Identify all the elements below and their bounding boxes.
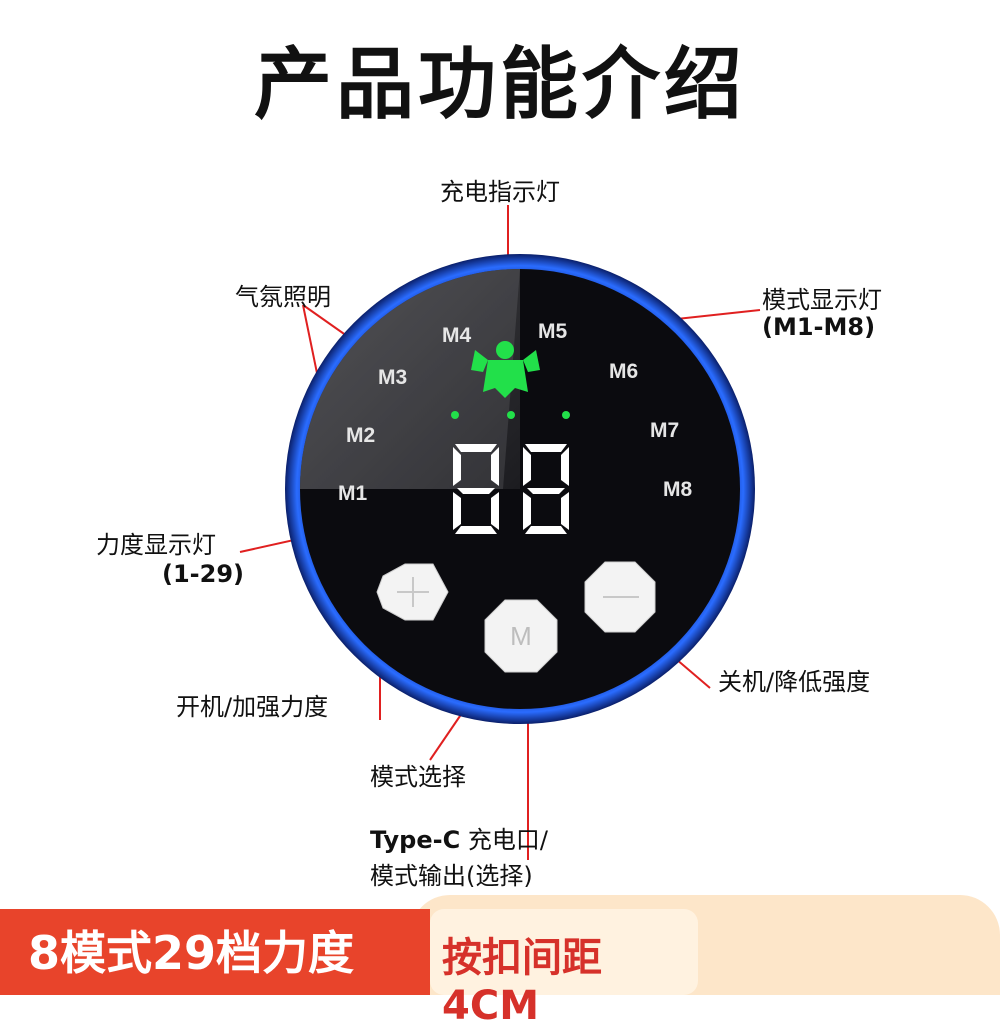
mode-label-m5: M5 [538, 320, 567, 343]
muscle-icon [471, 341, 540, 398]
banner-left-text: 8模式29档力度 [28, 926, 355, 980]
face-glare [300, 269, 520, 489]
label-mode-output: 模式输出(选择) [370, 862, 533, 890]
mode-label-m3: M3 [378, 366, 407, 389]
page-title: 产品功能介绍 [253, 40, 746, 130]
label-typec-text: 充电口/ [467, 826, 548, 854]
ambient-led-3 [562, 411, 570, 419]
label-mode-range: (M1-M8) [762, 313, 876, 341]
label-power-on: 开机/加强力度 [176, 693, 329, 721]
mode-label-m1: M1 [338, 482, 367, 505]
line-ambient-2 [302, 304, 319, 379]
device-illustration: M1 M2 M3 M4 M5 M6 M7 M8 [285, 254, 755, 724]
digit-2 [523, 444, 569, 534]
svg-text:M: M [510, 621, 532, 651]
digit-1 [453, 444, 499, 534]
mode-label-m8: M8 [663, 478, 692, 501]
mode-label-m6: M6 [609, 360, 638, 383]
banner-right-text: 按扣间距4CM [442, 935, 602, 1029]
mode-label-m7: M7 [650, 419, 679, 442]
plus-button [376, 563, 449, 621]
label-ambient-light: 气氛照明 [235, 283, 331, 311]
label-charge-indicator: 充电指示灯 [440, 178, 560, 206]
label-mode-display: 模式显示灯 [762, 286, 882, 314]
label-typec: Type-C 充电口/ [370, 820, 548, 855]
label-mode-select: 模式选择 [370, 763, 466, 791]
label-intensity-range: (1-29) [162, 560, 244, 588]
label-intensity-display: 力度显示灯 [96, 531, 216, 559]
mode-label-m2: M2 [346, 424, 375, 447]
ambient-led-1 [451, 411, 459, 419]
banner-left: 8模式29档力度 [0, 909, 430, 995]
mode-button: M [484, 599, 558, 673]
intensity-display [453, 444, 569, 534]
ambient-led-2 [507, 411, 515, 419]
banner-right: 按扣间距4CM [430, 909, 698, 1029]
label-power-off: 关机/降低强度 [718, 668, 871, 696]
mode-label-m4: M4 [442, 324, 471, 347]
minus-button [584, 561, 656, 633]
label-typec-bold: Type-C [370, 826, 461, 854]
bottom-banner: 8模式29档力度 按扣间距4CM [0, 895, 1000, 1029]
